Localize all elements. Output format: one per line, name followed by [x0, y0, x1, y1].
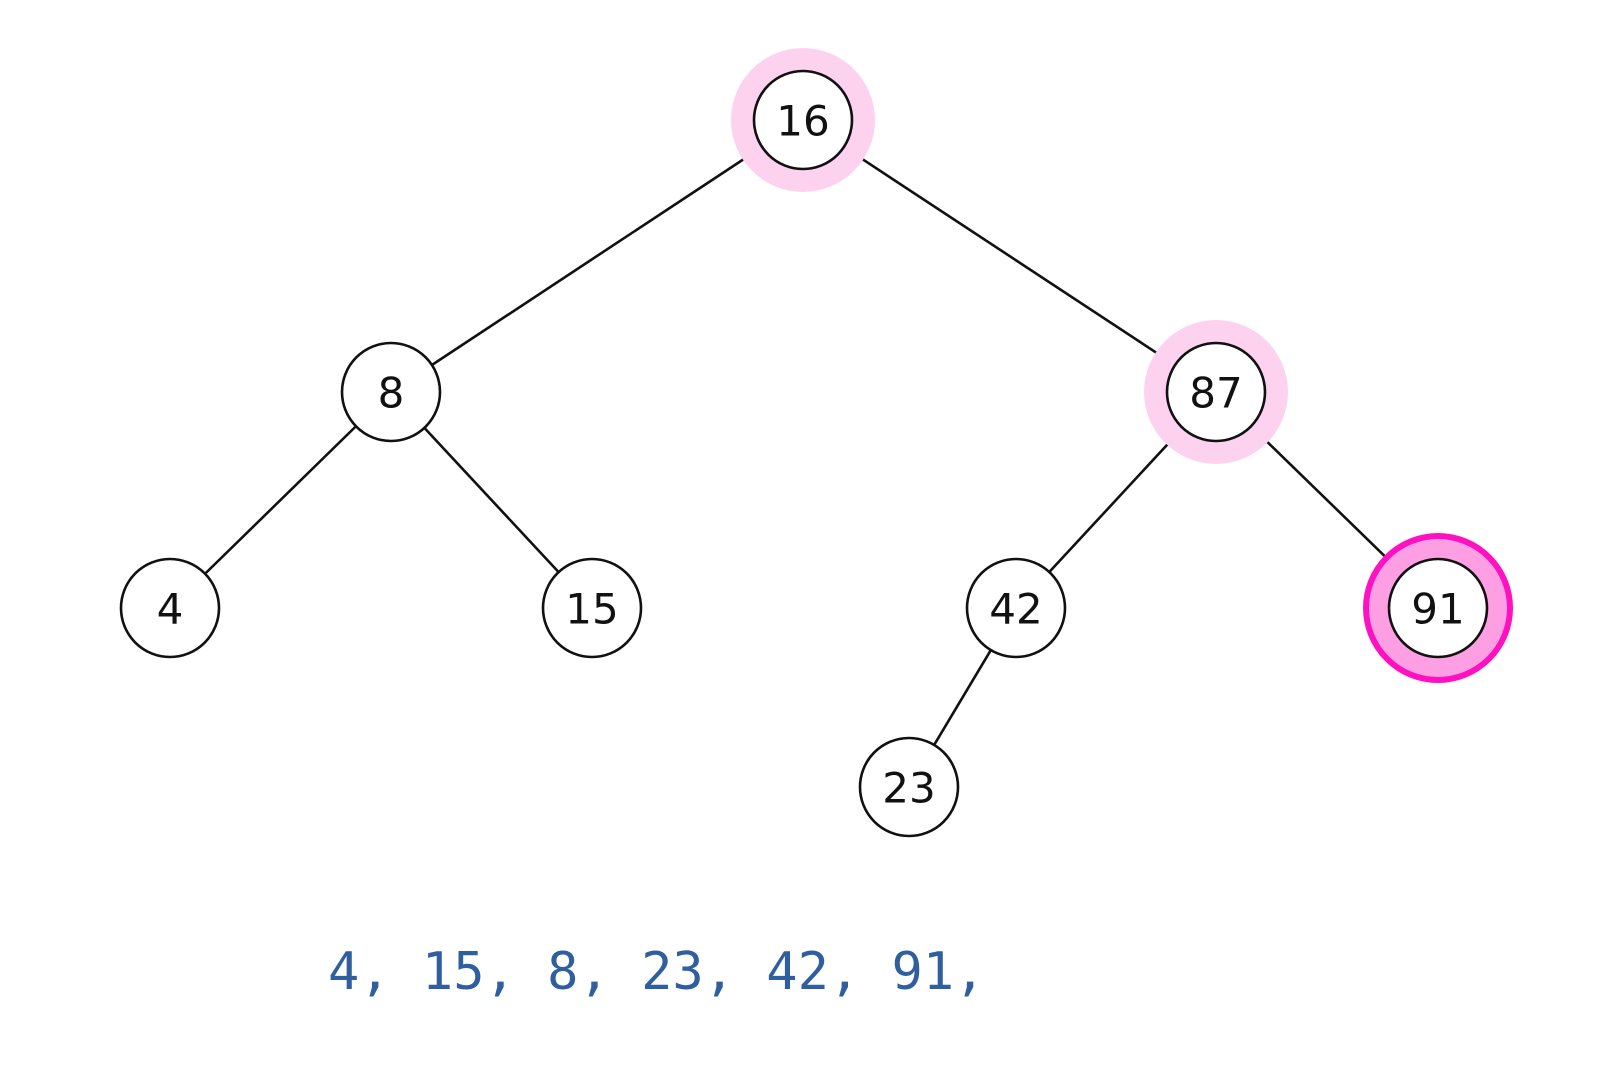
tree-node-91: 91: [1363, 533, 1513, 683]
node-label: 87: [1189, 369, 1242, 418]
tree-nodes: 16 8 87 4 15 42 91 23: [119, 48, 1513, 838]
edge-n16-n87: [843, 145, 1176, 367]
tree-node-8: 8: [340, 341, 442, 443]
node-circle: [965, 557, 1067, 659]
node-circle: [119, 557, 221, 659]
edge-n8-n15: [423, 426, 560, 574]
tree-edges: [204, 145, 1404, 746]
node-circle: [541, 557, 643, 659]
edge-n16-n8: [431, 145, 763, 367]
edge-n42-n23: [933, 649, 992, 746]
node-label: 23: [882, 764, 935, 813]
edge-n87-n91: [1250, 425, 1404, 575]
tree-node-16: 16: [731, 48, 875, 192]
node-circle: [1387, 557, 1489, 659]
node-circle: [340, 341, 442, 443]
node-circle: [752, 69, 854, 171]
node-label: 15: [565, 585, 618, 634]
node-label: 8: [378, 369, 405, 418]
node-circle: [858, 736, 960, 838]
node-circle: [1165, 341, 1267, 443]
node-label: 42: [989, 585, 1042, 634]
tree-node-42: 42: [965, 557, 1067, 659]
edge-n8-n4: [204, 425, 357, 575]
tree-node-4: 4: [119, 557, 221, 659]
tree-node-23: 23: [858, 736, 960, 838]
edge-n87-n42: [1048, 427, 1184, 573]
node-label: 4: [157, 585, 184, 634]
tree-node-15: 15: [541, 557, 643, 659]
tree-node-87: 87: [1144, 320, 1288, 464]
traversal-output: 4, 15, 8, 23, 42, 91,: [328, 942, 986, 1002]
node-label: 91: [1411, 585, 1464, 634]
node-label: 16: [776, 97, 829, 146]
